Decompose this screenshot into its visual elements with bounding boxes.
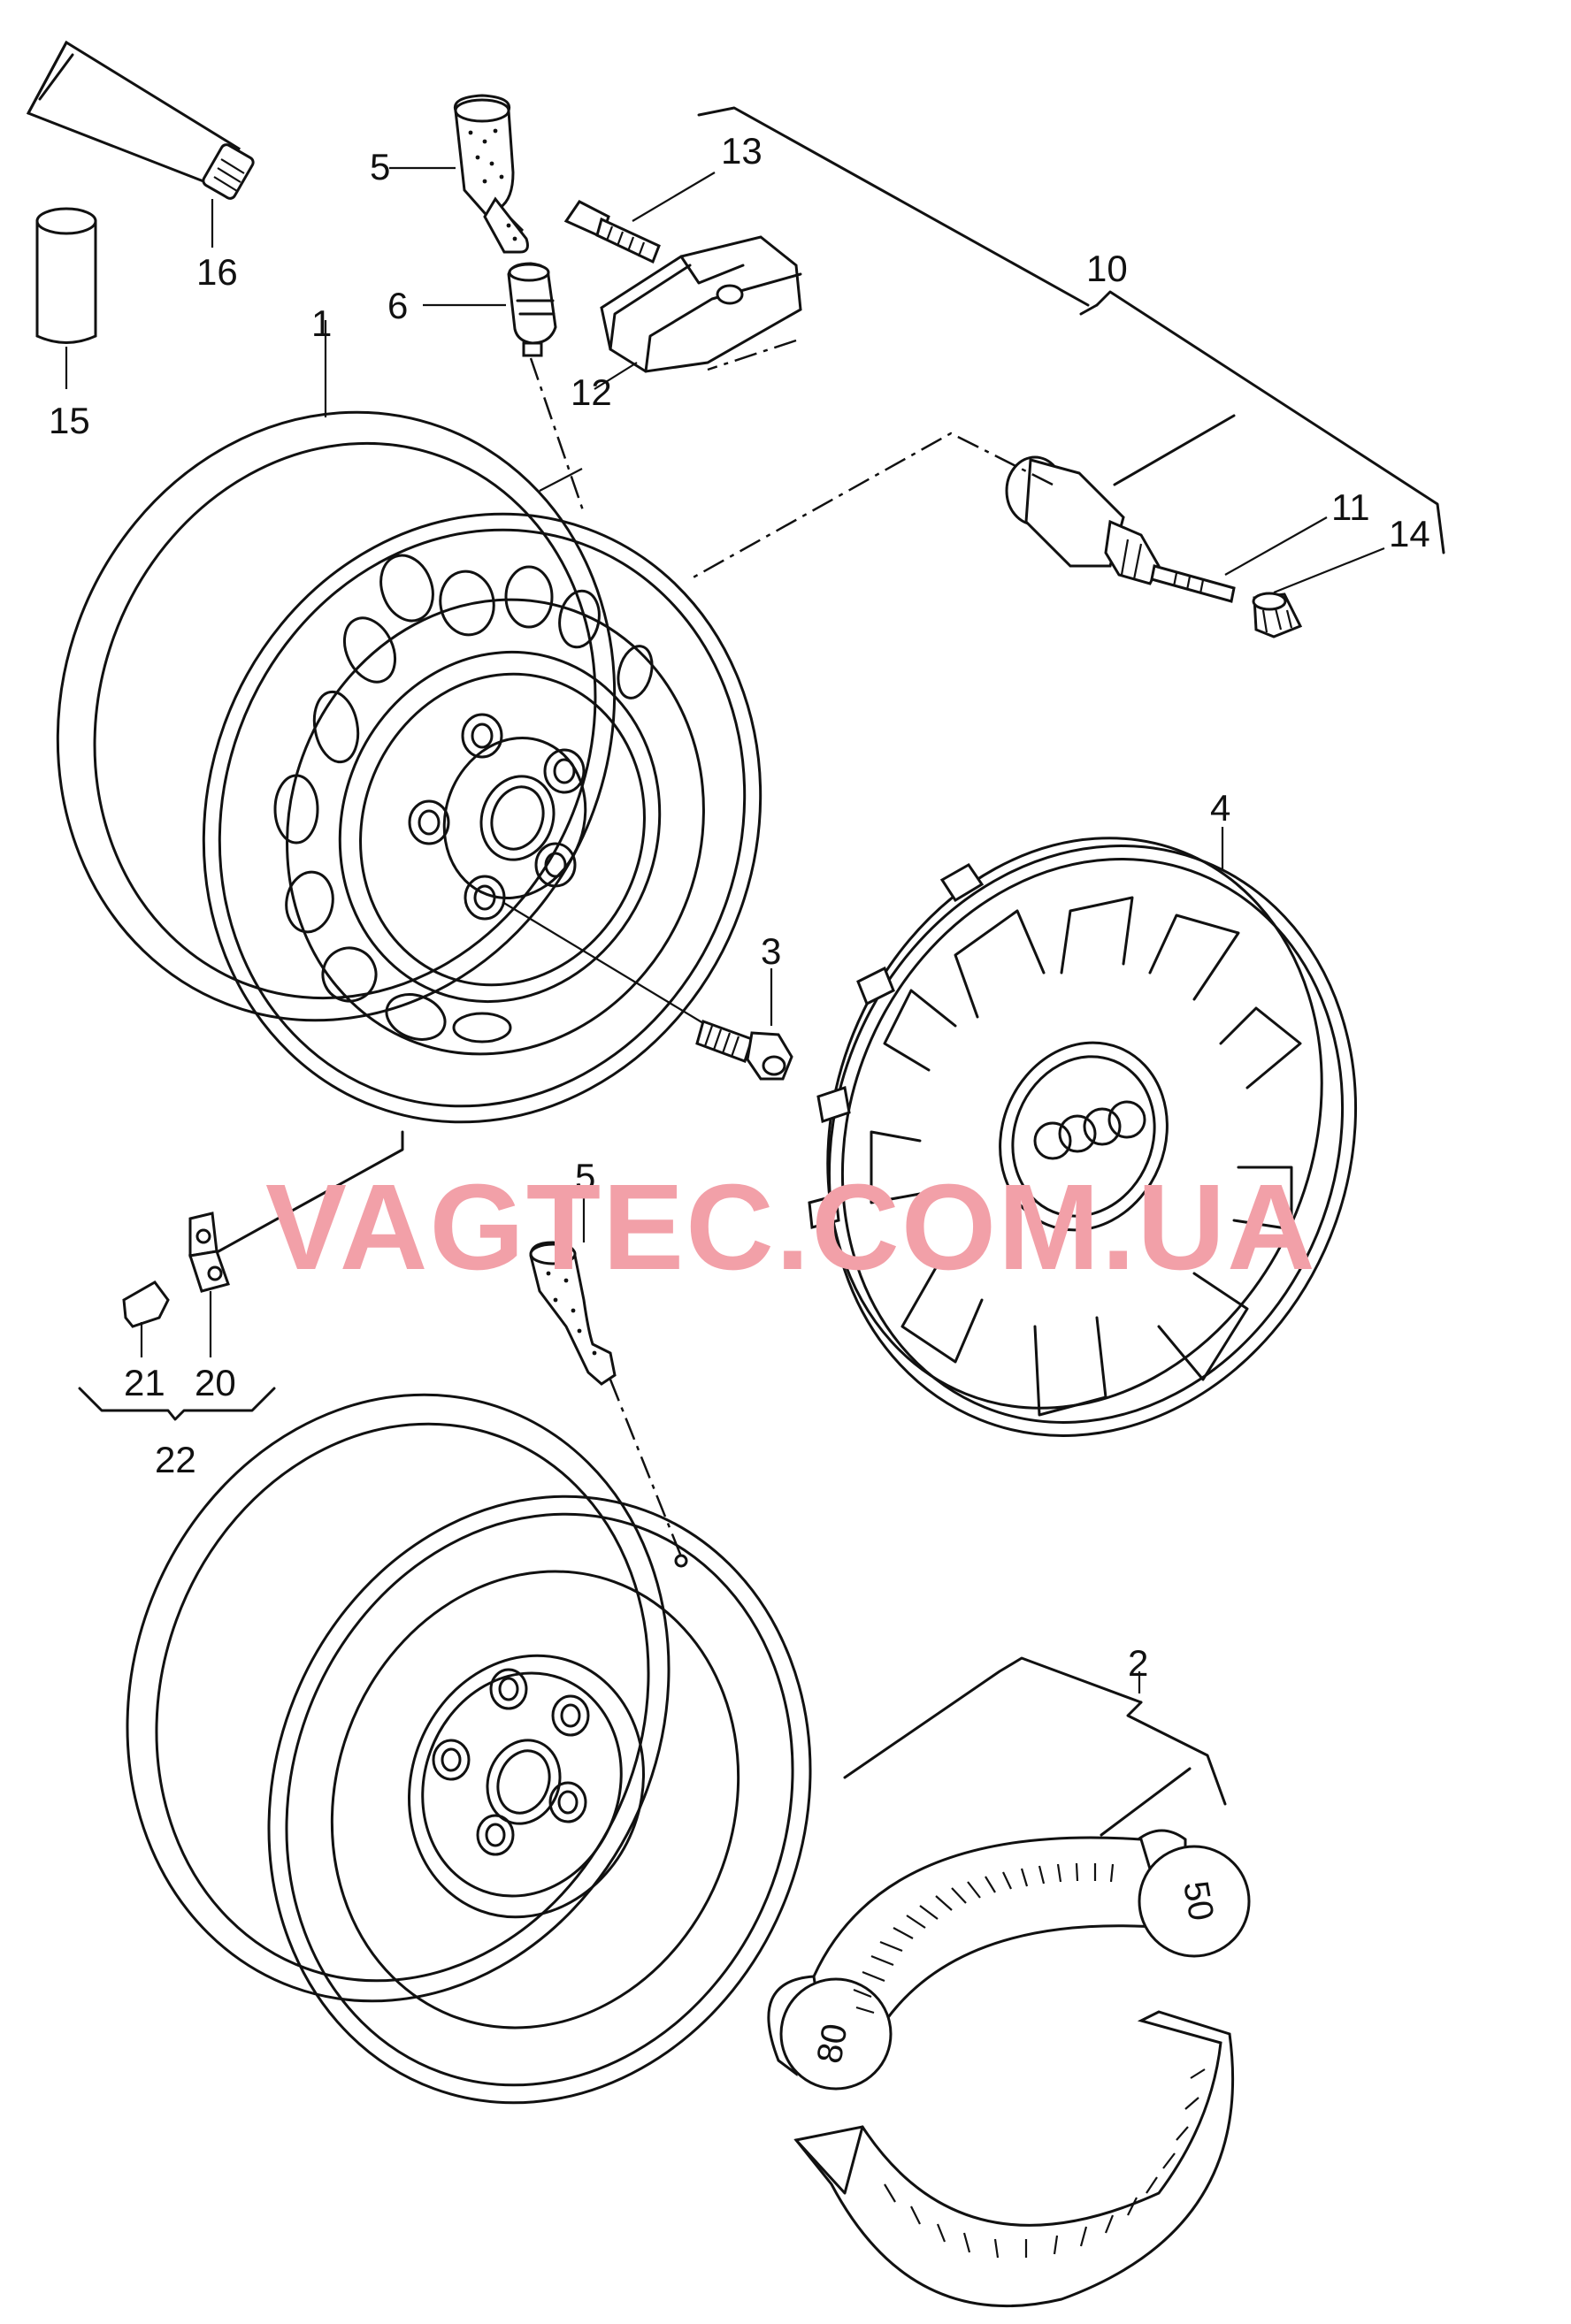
balance-tape-icon — [767, 1829, 1251, 2308]
tape-label-80: 80 — [810, 2021, 855, 2066]
callout-21: 21 — [124, 1362, 165, 1403]
callout-6: 6 — [387, 285, 408, 326]
valve-top-icon — [453, 94, 529, 254]
tape-tick-marks — [853, 1862, 1115, 2014]
valve-pin-icon — [1150, 564, 1236, 603]
callout-11: 11 — [1331, 486, 1370, 528]
hub-cap-icon — [808, 837, 1358, 1437]
callout-4: 4 — [1210, 787, 1230, 829]
callout-13: 13 — [721, 130, 763, 172]
callout-14: 14 — [1389, 513, 1430, 554]
paste-tube-icon — [26, 40, 255, 200]
balance-weight-20-icon — [188, 1212, 230, 1293]
valve-lower-icon — [529, 1241, 617, 1386]
callout-2: 2 — [1128, 1642, 1148, 1684]
callout-5-lower: 5 — [575, 1156, 595, 1197]
callout-15: 15 — [49, 400, 90, 441]
balance-weight-21-icon — [122, 1280, 170, 1328]
callout-10: 10 — [1086, 248, 1128, 289]
tape-label-50: 50 — [1176, 1878, 1221, 1923]
valve-cap-icon — [1252, 592, 1303, 638]
steel-wheel-lower-icon — [126, 1393, 812, 2105]
screw-13-icon — [563, 200, 661, 264]
callout-5-top: 5 — [370, 146, 390, 187]
four-rings-logo — [1033, 1100, 1146, 1160]
callout-3: 3 — [761, 930, 781, 972]
pressure-sensor-icon — [600, 235, 802, 373]
valve-insert-icon — [507, 262, 557, 357]
steel-wheel-upper-icon — [56, 410, 763, 1124]
callout-22: 22 — [155, 1439, 196, 1480]
callout-1: 1 — [311, 302, 332, 344]
watermark: VAGTEC.COM.UA — [265, 1159, 1317, 1296]
valve-body-icon — [1005, 455, 1161, 585]
callout-16: 16 — [196, 251, 238, 293]
callout-20: 20 — [195, 1362, 236, 1403]
cylinder-part-icon — [35, 207, 97, 344]
callout-12: 12 — [571, 371, 612, 413]
wheel-bolt-icon — [695, 1020, 793, 1081]
